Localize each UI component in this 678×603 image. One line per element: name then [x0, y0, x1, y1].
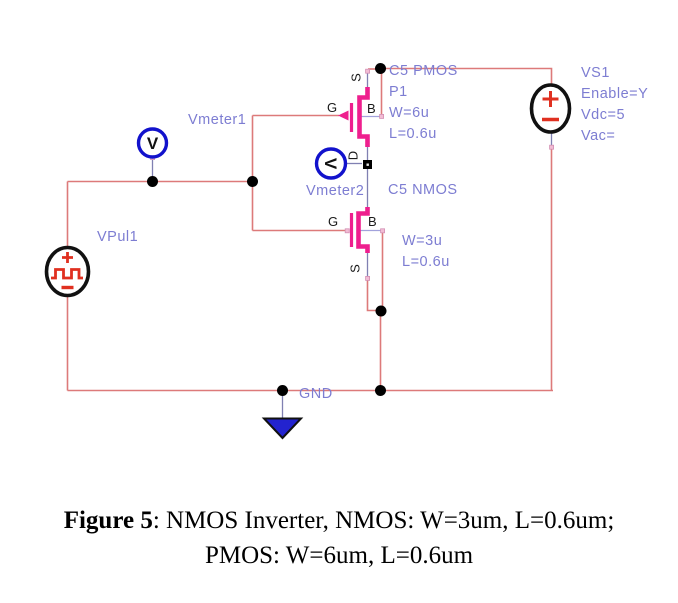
plus-icon	[542, 91, 559, 107]
vs1-vdc-label: Vdc=5	[581, 107, 626, 123]
vmeter2-circle	[314, 147, 348, 180]
vpul1-circle	[44, 245, 91, 298]
wire-net	[66, 67, 553, 392]
pmos-model-label: C5 PMOS	[389, 63, 458, 79]
nmos-symbol	[349, 207, 370, 253]
pmos-length-label: L=0.6u	[389, 126, 437, 142]
pmos-width-label: W=6u	[389, 105, 430, 121]
vs1-enable-label: Enable=Y	[581, 86, 649, 102]
nmos-length-label: L=0.6u	[402, 254, 450, 270]
drain-junction-square	[363, 160, 372, 169]
pmos-label-block: C5 PMOS P1 W=6u L=0.6u	[389, 61, 458, 145]
nmos-param-block: W=3u L=0.6u	[402, 231, 450, 273]
pmos-gate-arrow-icon	[338, 110, 349, 121]
vs1-name-label: VS1	[581, 65, 610, 81]
pmos-source-pin-label: S	[348, 73, 364, 82]
nmos-model-label: C5 NMOS	[388, 182, 458, 198]
caption-figure-number: Figure 5	[63, 507, 153, 534]
nmos-source-pin-label: S	[347, 264, 363, 273]
caption-line-2: PMOS: W=6um, L=0.6um	[204, 542, 474, 569]
vmeter1-circle	[136, 127, 169, 159]
nmos-channel	[356, 207, 370, 253]
junction-dot	[375, 305, 387, 317]
figure-caption: Figure 5: NMOS Inverter, NMOS: W=3um, L=…	[0, 503, 678, 573]
caption-text: : NMOS Inverter, NMOS: W=3um, L=0.6um;	[152, 507, 615, 534]
pmos-designator-label: P1	[389, 84, 408, 100]
gnd-symbol	[261, 417, 304, 440]
pmos-symbol	[338, 87, 370, 147]
gnd-label: GND	[299, 386, 333, 402]
pmos-channel	[357, 87, 370, 147]
pmos-bulk-pin-label: B	[367, 101, 376, 116]
caption-line-1: Figure 5: NMOS Inverter, NMOS: W=3um, L=…	[0, 503, 678, 538]
junction-dots	[147, 63, 387, 396]
junction-dot	[247, 176, 258, 187]
nmos-gate-pin-label: G	[328, 214, 339, 229]
junction-dot	[277, 385, 288, 396]
junction-dot	[147, 176, 158, 187]
pmos-gate-pin-label: G	[327, 100, 338, 115]
endpoint	[380, 228, 386, 234]
ground-triangle-icon	[261, 417, 304, 440]
pin-leads	[66, 71, 553, 419]
endpoint	[344, 228, 350, 234]
endpoint	[549, 144, 554, 150]
endpoint	[365, 275, 371, 281]
voltmeter-v-glyph-rotated: V	[321, 158, 340, 170]
vs1-vac-label: Vac=	[581, 128, 616, 144]
endpoint	[379, 114, 385, 119]
vpul1-source-symbol	[44, 245, 91, 298]
vs1-circle	[529, 83, 572, 134]
vmeter1-symbol: V	[136, 127, 169, 159]
vs1-source-symbol	[529, 83, 572, 134]
nmos-width-label: W=3u	[402, 233, 443, 249]
nmos-bulk-pin-label: B	[368, 214, 377, 229]
wire-segment	[366, 278, 381, 312]
square-wave-icon	[51, 268, 83, 280]
endpoint	[365, 68, 371, 74]
vpul1-label: VPul1	[97, 229, 139, 245]
junction-dot	[375, 63, 386, 74]
plus-icon	[62, 252, 73, 263]
vmeter2-symbol: V	[314, 147, 348, 180]
bulk-leads	[360, 115, 382, 232]
vs1-label-block: VS1 Enable=Y Vdc=5 Vac=	[581, 63, 648, 147]
vmeter2-label: Vmeter2	[306, 183, 365, 199]
vmeter1-label: Vmeter1	[188, 112, 247, 128]
wire-segment	[380, 67, 553, 84]
voltmeter-v-glyph: V	[147, 134, 159, 153]
pmos-drain-pin-label: D	[345, 150, 361, 161]
junction-dot	[375, 385, 386, 396]
